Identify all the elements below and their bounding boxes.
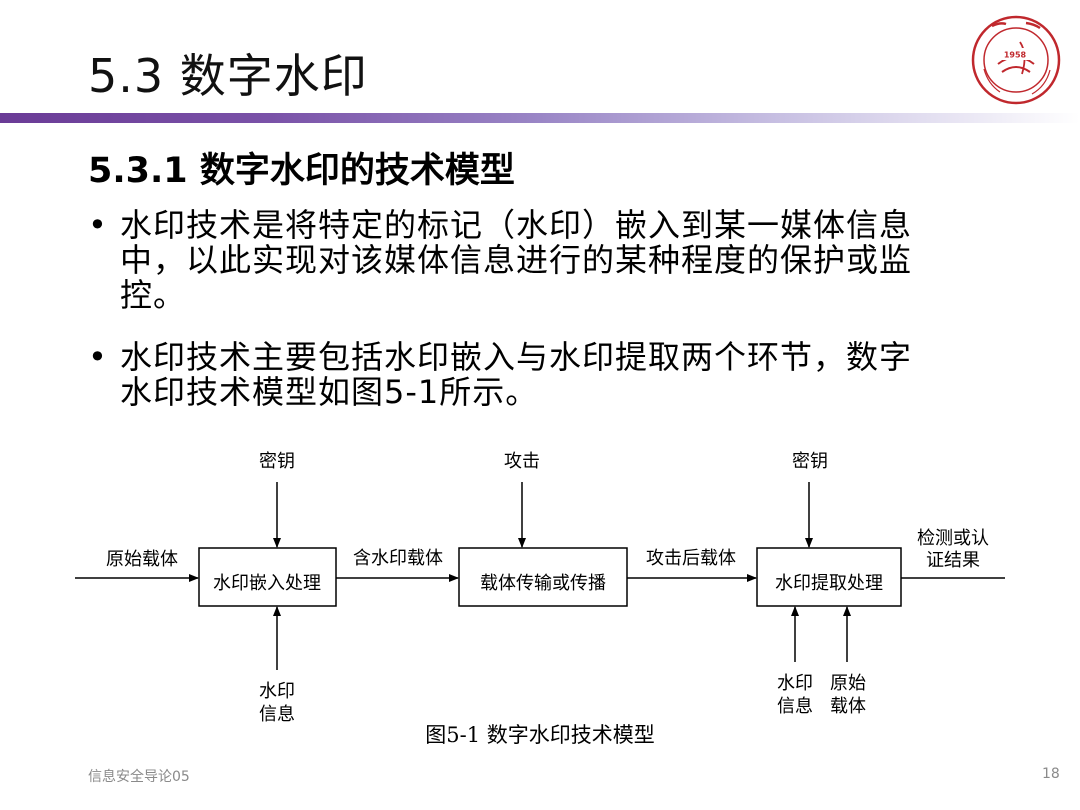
bullet-line: 水印技术模型如图5-1所示。 — [120, 373, 539, 411]
transmit-box-label: 载体传输或传播 — [480, 573, 606, 594]
bullet-item-1: • 水印技术是将特定的标记（水印）嵌入到某一媒体信息 中，以此实现对该媒体信息进… — [88, 208, 1008, 313]
extract-box — [756, 547, 902, 607]
result-label-line2: 证结果 — [926, 550, 980, 571]
footer-course-label: 信息安全导论05 — [88, 769, 190, 785]
bullet-item-2: • 水印技术主要包括水印嵌入与水印提取两个环节，数字 水印技术模型如图5-1所示… — [88, 340, 1008, 410]
result-label-line1: 检测或认 — [917, 528, 989, 549]
bullet-dot: • — [88, 206, 107, 244]
orig-carrier-line1: 原始 — [830, 673, 866, 694]
university-logo-icon: 1958 — [971, 15, 1061, 105]
bullet-line: 中，以此实现对该媒体信息进行的某种程度的保护或监 — [120, 241, 913, 279]
key2-label: 密钥 — [792, 451, 828, 472]
watermark-model-diagram: 密钥 攻击 密钥 原始载体 水印嵌入处理 含水印载体 载体传输或传播 攻击后载体… — [75, 451, 1005, 747]
bullet-line: 水印技术是将特定的标记（水印）嵌入到某一媒体信息 — [120, 206, 913, 244]
orig-carrier-line2: 载体 — [830, 696, 866, 717]
slide-title: 5.3 数字水印 — [88, 49, 368, 103]
transmit-box — [458, 547, 628, 607]
embed-box — [198, 547, 337, 607]
logo-year: 1958 — [1004, 51, 1027, 60]
input-carrier-label: 原始载体 — [106, 549, 178, 570]
bullet-dot: • — [88, 338, 107, 376]
wm-info2-line1: 水印 — [777, 673, 813, 694]
attacked-carrier-label: 攻击后载体 — [646, 548, 736, 569]
wm-info1-line1: 水印 — [259, 681, 295, 702]
extract-box-label: 水印提取处理 — [775, 573, 883, 594]
page-number: 18 — [1042, 766, 1060, 782]
section-subtitle: 5.3.1 数字水印的技术模型 — [88, 151, 515, 191]
title-divider — [0, 113, 1080, 123]
attack-label: 攻击 — [504, 451, 540, 472]
figure-caption: 图5-1 数字水印技术模型 — [425, 723, 655, 747]
bullet-line: 控。 — [120, 276, 187, 314]
embed-box-label: 水印嵌入处理 — [213, 573, 321, 594]
key1-label: 密钥 — [259, 451, 295, 472]
wm-info2-line2: 信息 — [777, 696, 813, 717]
wm-info1-line2: 信息 — [259, 704, 295, 725]
watermarked-carrier-label: 含水印载体 — [353, 548, 443, 569]
bullet-line: 水印技术主要包括水印嵌入与水印提取两个环节，数字 — [120, 338, 913, 376]
